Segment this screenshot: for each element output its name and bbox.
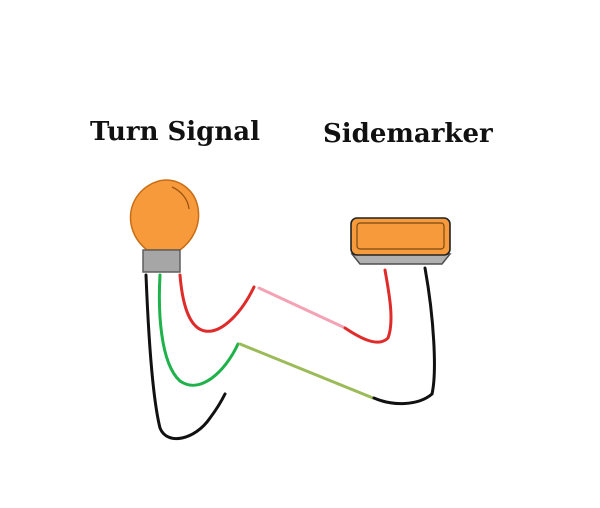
olive-wire-link <box>238 342 375 400</box>
bulb-highlight <box>171 186 190 210</box>
red-wire-marker <box>343 268 393 344</box>
bulb-glass <box>129 179 200 251</box>
sidemarker-lens-inner <box>356 222 445 250</box>
black-wire-marker <box>372 266 436 406</box>
red-wire-bulb <box>178 273 256 333</box>
sidemarker-label: Sidemarker <box>323 119 493 149</box>
sidemarker-lens <box>350 217 451 256</box>
sidemarker-lamp <box>350 217 452 265</box>
green-wire-bulb <box>157 273 240 387</box>
turn-signal-label: Turn Signal <box>90 117 260 147</box>
turn-signal-bulb <box>129 179 200 273</box>
pink-wire-link <box>257 286 345 329</box>
bulb-base <box>142 249 181 273</box>
black-wire-bulb <box>144 273 227 440</box>
